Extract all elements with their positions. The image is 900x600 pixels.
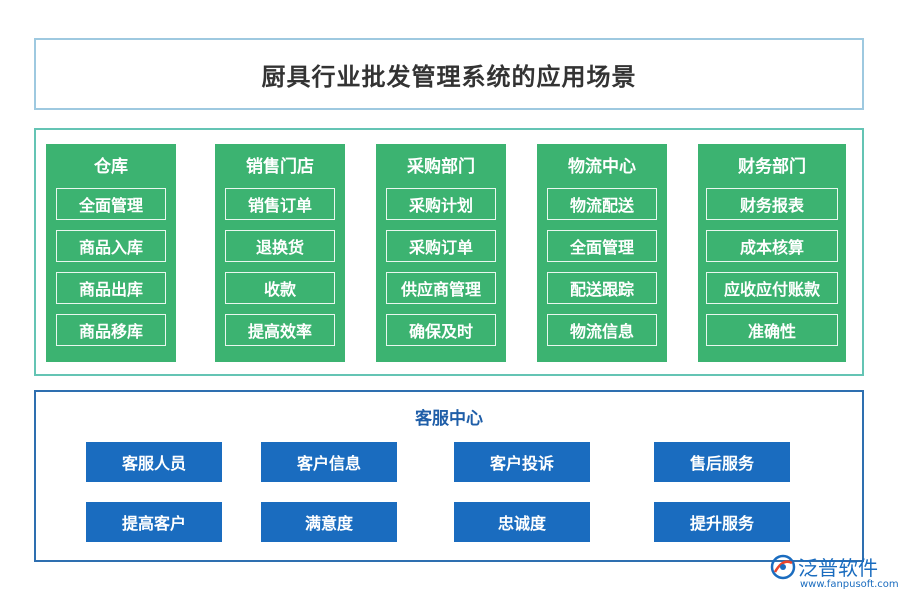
brand-logo: 泛普软件 www.fanpusoft.com — [770, 552, 899, 600]
department-item: 财务报表 — [706, 188, 838, 220]
department-finance: 财务部门 财务报表 成本核算 应收应付账款 准确性 — [698, 144, 846, 362]
service-item: 售后服务 — [654, 442, 790, 482]
department-item: 供应商管理 — [386, 272, 496, 304]
service-item: 提升服务 — [654, 502, 790, 542]
department-item: 应收应付账款 — [706, 272, 838, 304]
department-logistics: 物流中心 物流配送 全面管理 配送跟踪 物流信息 — [537, 144, 667, 362]
department-item: 收款 — [225, 272, 335, 304]
department-item: 采购计划 — [386, 188, 496, 220]
title-box: 厨具行业批发管理系统的应用场景 — [34, 38, 864, 110]
department-item: 准确性 — [706, 314, 838, 346]
logo-url: www.fanpusoft.com — [800, 579, 899, 590]
department-item: 成本核算 — [706, 230, 838, 262]
page-title: 厨具行业批发管理系统的应用场景 — [261, 62, 637, 91]
departments-panel: 仓库 全面管理 商品入库 商品出库 商品移库 销售门店 销售订单 退换货 收款 … — [34, 128, 864, 376]
department-title: 销售门店 — [246, 157, 314, 177]
department-item: 确保及时 — [386, 314, 496, 346]
service-item: 满意度 — [261, 502, 397, 542]
service-item: 忠诚度 — [454, 502, 590, 542]
department-item: 销售订单 — [225, 188, 335, 220]
department-item: 物流配送 — [547, 188, 657, 220]
service-item: 客户投诉 — [454, 442, 590, 482]
department-item: 采购订单 — [386, 230, 496, 262]
service-center-title: 客服中心 — [415, 409, 483, 429]
department-item: 提高效率 — [225, 314, 335, 346]
service-item: 客户信息 — [261, 442, 397, 482]
department-item: 商品出库 — [56, 272, 166, 304]
department-item: 全面管理 — [56, 188, 166, 220]
service-item: 提高客户 — [86, 502, 222, 542]
department-item: 退换货 — [225, 230, 335, 262]
department-item: 物流信息 — [547, 314, 657, 346]
logo-name: 泛普软件 — [798, 556, 878, 580]
department-item: 全面管理 — [547, 230, 657, 262]
department-warehouse: 仓库 全面管理 商品入库 商品出库 商品移库 — [46, 144, 176, 362]
department-item: 商品入库 — [56, 230, 166, 262]
service-center-panel: 客服中心 客服人员 客户信息 客户投诉 售后服务 提高客户 满意度 忠诚度 提升… — [34, 390, 864, 562]
department-title: 财务部门 — [738, 157, 806, 177]
logo-mark-icon — [770, 554, 796, 580]
department-title: 仓库 — [94, 157, 128, 177]
department-sales-store: 销售门店 销售订单 退换货 收款 提高效率 — [215, 144, 345, 362]
department-item: 配送跟踪 — [547, 272, 657, 304]
department-title: 物流中心 — [568, 157, 636, 177]
department-title: 采购部门 — [407, 157, 475, 177]
department-purchasing: 采购部门 采购计划 采购订单 供应商管理 确保及时 — [376, 144, 506, 362]
department-item: 商品移库 — [56, 314, 166, 346]
service-item: 客服人员 — [86, 442, 222, 482]
